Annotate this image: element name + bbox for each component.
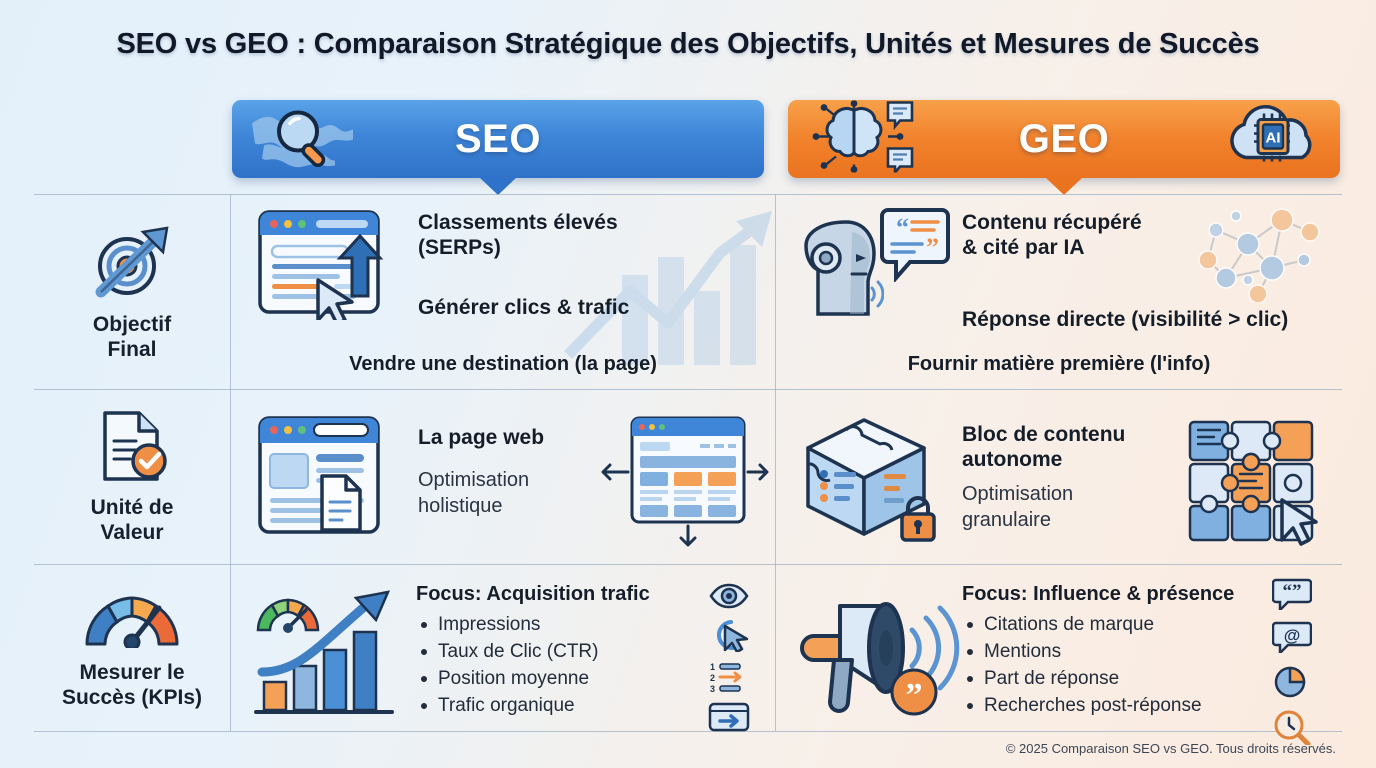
row-label-mesurer-le-succes: Mesurer le Succès (KPIs) xyxy=(34,566,230,730)
row-label-unite-de-valeur: Unité de Valeur xyxy=(34,391,230,563)
brain-network-icon xyxy=(802,100,928,178)
geo-unite-sub-line1: Optimisation xyxy=(962,483,1074,505)
at-mention-icon: @ xyxy=(1271,621,1313,658)
grid-line-row2-row3 xyxy=(34,564,1342,565)
seo-kpi-bullets: Impressions Taux de Clic (CTR) Position … xyxy=(416,612,706,720)
geo-objectif-head-a-line2: & cité par IA xyxy=(962,236,1085,260)
seo-unite-sub: Optimisation holistique xyxy=(418,468,638,519)
row-label-objectif-final: Objectif Final xyxy=(34,196,230,388)
pie-share-icon xyxy=(1272,664,1312,703)
eye-icon xyxy=(709,583,749,614)
seo-column-banner: SEO xyxy=(232,100,764,195)
click-target-icon xyxy=(709,618,749,657)
target-arrow-icon xyxy=(89,222,175,305)
quote-bubble-icon: “” xyxy=(1271,578,1313,615)
geo-kpi-side-icons: “” @ xyxy=(1271,578,1313,750)
growth-chart-arrow-icon xyxy=(560,205,775,370)
robot-speaking-icon xyxy=(800,210,885,325)
grid-line-top xyxy=(34,194,1342,195)
seo-kpi-block: Focus: Acquisition trafic Impressions Ta… xyxy=(416,583,706,720)
geo-unite-head-line2: autonome xyxy=(962,448,1063,472)
svg-text:”: ” xyxy=(906,677,923,714)
seo-objectif-footer: Vendre une destination (la page) xyxy=(349,353,657,375)
knowledge-graph-icon xyxy=(1186,202,1326,307)
seo-kpi-side-icons: 1 2 3 xyxy=(708,583,750,737)
svg-text:@: @ xyxy=(1284,626,1301,645)
gauge-icon xyxy=(79,586,185,653)
grid-line-label-divider xyxy=(230,194,231,731)
geo-unite-head: Bloc de contenu autonome xyxy=(962,422,1202,472)
puzzle-cube-lock-icon xyxy=(802,412,952,547)
svg-text:“: “ xyxy=(896,213,909,242)
svg-text:3: 3 xyxy=(710,684,715,693)
list-item: Taux de Clic (CTR) xyxy=(416,639,706,666)
row-label-line1: Mesurer le xyxy=(79,660,185,684)
row-label-line1: Unité de xyxy=(90,495,174,519)
grid-line-bottom xyxy=(34,731,1342,732)
geo-objectif-head-a-line1: Contenu récupéré xyxy=(962,211,1142,234)
row-label-text: Mesurer le Succès (KPIs) xyxy=(62,661,202,711)
traffic-arrow-icon xyxy=(708,702,750,737)
search-clock-icon xyxy=(1272,709,1312,750)
geo-column-label: GEO xyxy=(1018,116,1110,161)
list-item: Citations de marque xyxy=(962,612,1272,639)
webpage-document-icon xyxy=(256,412,384,545)
megaphone-quote-icon: ” xyxy=(790,588,960,723)
grid-line-row1-row2 xyxy=(34,389,1342,390)
geo-kpi-block: Focus: Influence & présence Citations de… xyxy=(962,583,1272,720)
geo-objectif-head-a: Contenu récupéré & cité par IA xyxy=(962,210,1242,260)
svg-text:1: 1 xyxy=(710,662,715,672)
seo-unite-head: La page web xyxy=(418,426,545,449)
list-item: Position moyenne xyxy=(416,666,706,693)
grid-line-center-divider xyxy=(775,194,776,731)
seo-banner-notch xyxy=(479,177,517,195)
seo-objectif-head-a: Classements élevés (SERPs) xyxy=(418,210,678,260)
document-check-icon xyxy=(97,409,167,488)
svg-text:”: ” xyxy=(926,233,939,262)
svg-text:AI: AI xyxy=(1266,130,1281,147)
browser-ranking-cursor-icon xyxy=(256,208,388,326)
bar-chart-growth-gauge-icon xyxy=(248,588,406,723)
ai-cloud-chip-icon: AI xyxy=(1222,104,1326,175)
row-label-text: Objectif Final xyxy=(93,313,171,363)
page-sections-arrows-icon xyxy=(600,410,770,555)
row-label-line2: Succès (KPIs) xyxy=(61,685,203,709)
seo-unite-sub-line2: holistique xyxy=(418,494,503,517)
geo-banner-notch xyxy=(1045,177,1083,195)
row-label-line2: Valeur xyxy=(100,520,164,544)
geo-objectif-footer: Fournir matière première (l'info) xyxy=(907,353,1211,375)
geo-unite-head-line1: Bloc de contenu xyxy=(962,423,1126,446)
page-title: SEO vs GEO : Comparaison Stratégique des… xyxy=(116,28,1260,60)
seo-objectif-head-a-line2: (SERPs) xyxy=(418,236,501,260)
svg-text:“”: “” xyxy=(1283,581,1302,602)
seo-kpi-focus: Focus: Acquisition trafic xyxy=(416,583,650,605)
copyright-text: © 2025 Comparaison SEO vs GEO. Tous droi… xyxy=(1005,741,1336,756)
geo-objectif-head-b: Réponse directe (visibilité > clic) xyxy=(962,308,1289,331)
world-magnifier-icon xyxy=(246,104,364,175)
list-item: Impressions xyxy=(416,612,706,639)
seo-unite-sub-line1: Optimisation xyxy=(418,469,530,491)
row-label-line1: Objectif xyxy=(92,312,172,336)
puzzle-grid-cursor-icon xyxy=(1182,416,1322,551)
row-label-text: Unité de Valeur xyxy=(91,496,174,546)
quote-bubble-icon: “ ” xyxy=(880,206,950,287)
list-item: Part de réponse xyxy=(962,666,1272,693)
geo-unite-sub-line2: granulaire xyxy=(962,508,1051,531)
geo-column-banner: GEO AI xyxy=(788,100,1340,195)
geo-kpi-focus: Focus: Influence & présence xyxy=(962,583,1235,605)
svg-text:2: 2 xyxy=(710,673,715,683)
row-label-line2: Final xyxy=(107,337,157,361)
seo-column-label: SEO xyxy=(455,116,541,161)
list-item: Recherches post-réponse xyxy=(962,693,1272,720)
geo-kpi-bullets: Citations de marque Mentions Part de rép… xyxy=(962,612,1272,720)
list-item: Mentions xyxy=(962,639,1272,666)
geo-unite-sub: Optimisation granulaire xyxy=(962,482,1202,533)
seo-objectif-head-b: Générer clics & trafic xyxy=(418,296,630,319)
list-item: Trafic organique xyxy=(416,693,706,720)
seo-objectif-head-a-line1: Classements élevés xyxy=(418,211,618,234)
ranking-list-icon: 1 2 3 xyxy=(708,661,750,698)
